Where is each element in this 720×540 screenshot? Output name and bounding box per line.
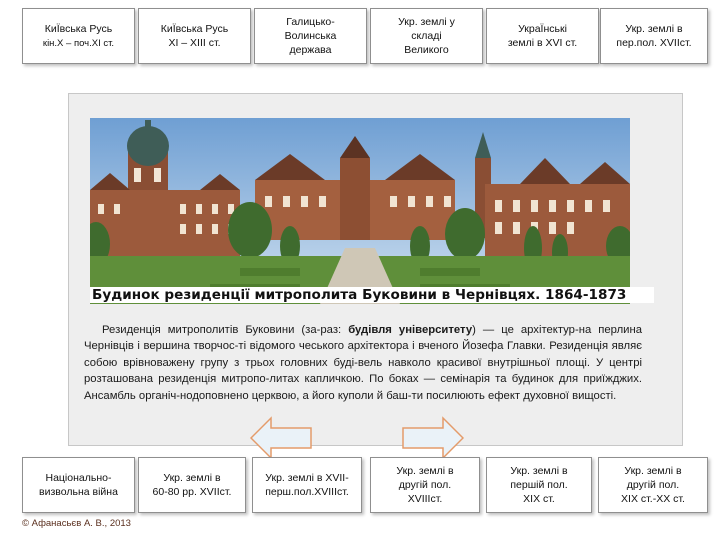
copyright-notice: © Афанасьєв А. В., 2013 [22,518,131,529]
nav-galicia-volhynia[interactable]: Галицько- Волинська держава [254,8,367,64]
description-part: Резиденція митрополитів Буковини (за-раз… [102,324,349,336]
nav-label: Укр. землі в другій пол. XIX ст.-XX ст. [621,464,685,506]
nav-label: Галицько- Волинська держава [284,15,337,57]
nav-label: Укр. землі в другій пол. XVIIIст. [396,464,454,506]
nav-label: КиЇвська Русь [44,22,113,35]
nav-label: Укр. землі в XVII- перш.пол.XVIIIст. [265,471,349,498]
residence-photo [90,118,630,304]
nav-liberation-war[interactable]: Національно- визвольна війна [22,457,135,513]
nav-17-18th-century[interactable]: Укр. землі в XVII- перш.пол.XVIIIст. [252,457,362,513]
nav-label: Укр. землі в першій пол. XIX ст. [510,464,568,506]
nav-sublabel: кін.Х – поч.ХІ ст. [42,37,115,49]
nav-kyivan-rus-10-11[interactable]: КиЇвська Русь кін.Х – поч.ХІ ст. [22,8,135,64]
nav-label: Укр. землі в 60-80 рр. XVIIст. [152,471,232,498]
nav-label: Укр. землі в пер.пол. XVIIст. [616,22,692,49]
arrow-left-icon[interactable] [250,416,312,460]
nav-16th-century[interactable]: УкраЇнські землі в XVI ст. [486,8,599,64]
nav-19th-century-first-half[interactable]: Укр. землі в першій пол. XIX ст. [486,457,592,513]
description-text: Резиденція митрополитів Буковини (за-раз… [84,322,642,404]
nav-label: Укр. землі у складі Великого [398,15,455,57]
nav-label: Національно- визвольна війна [39,471,118,498]
nav-grand-duchy[interactable]: Укр. землі у складі Великого [370,8,483,64]
photo-caption: Будинок резиденції митрополита Буковини … [90,287,654,303]
nav-label: УкраЇнські землі в XVI ст. [507,22,578,49]
nav-18th-century-second-half[interactable]: Укр. землі в другій пол. XVIIIст. [370,457,480,513]
nav-17th-century-60-80[interactable]: Укр. землі в 60-80 рр. XVIIст. [138,457,246,513]
nav-17th-century-first-half[interactable]: Укр. землі в пер.пол. XVIIст. [600,8,708,64]
nav-label: КиЇвська Русь ХІ – ХІІІ ст. [160,22,229,49]
nav-kyivan-rus-11-13[interactable]: КиЇвська Русь ХІ – ХІІІ ст. [138,8,251,64]
nav-19-20th-century[interactable]: Укр. землі в другій пол. XIX ст.-XX ст. [598,457,708,513]
arrow-right-icon[interactable] [402,416,464,460]
description-part: ) — це архітектур-на перлина Чернівців і… [84,324,642,402]
description-highlight: будівля університету [348,324,473,336]
